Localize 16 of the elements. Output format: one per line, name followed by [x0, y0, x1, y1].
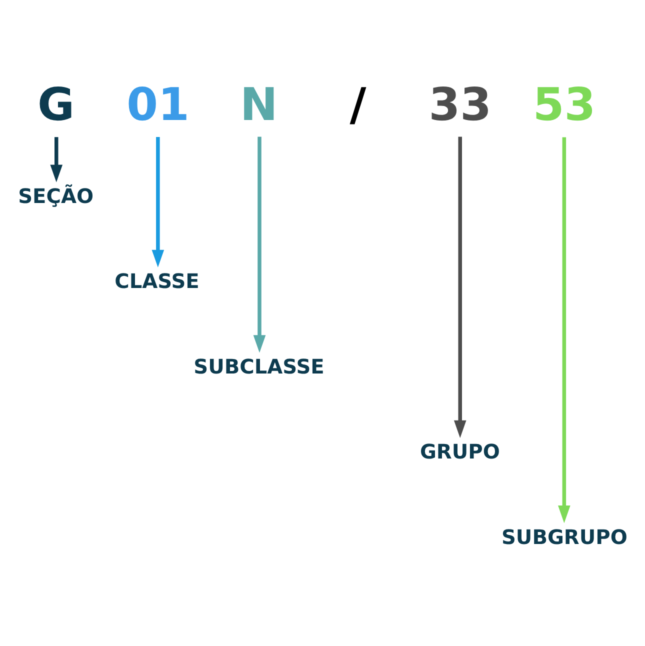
- node-text: 53: [532, 78, 596, 131]
- arrow: [253, 136, 266, 352]
- label: /: [350, 78, 366, 131]
- node-text: SEÇÃO: [18, 183, 94, 208]
- arrow: [152, 136, 164, 267]
- node-text: GRUPO: [420, 439, 500, 464]
- arrow: [50, 136, 63, 182]
- node-text: SUBCLASSE: [194, 354, 324, 378]
- node-text: 01: [126, 78, 190, 131]
- arrow: [558, 136, 570, 523]
- node-text: CLASSE: [114, 268, 200, 293]
- node-text: SUBGRUPO: [501, 524, 628, 548]
- node-text: G: [38, 78, 75, 131]
- arrow: [454, 136, 466, 438]
- node-text: N: [240, 78, 278, 131]
- node-text: 33: [428, 78, 492, 131]
